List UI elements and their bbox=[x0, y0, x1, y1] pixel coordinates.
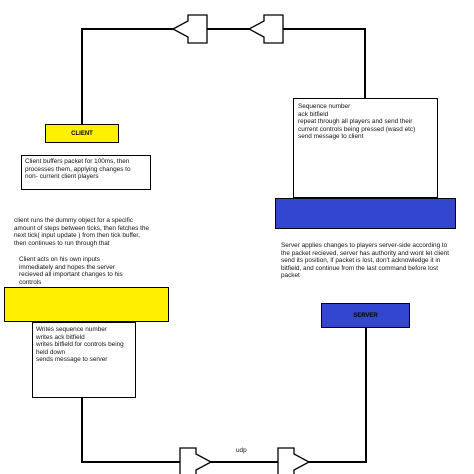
client-block bbox=[4, 287, 169, 322]
connector-lines bbox=[81, 28, 367, 463]
server-info-text: Sequence number ack bitfield repeat thro… bbox=[298, 103, 416, 141]
udp-label: udp bbox=[236, 447, 247, 454]
client-dummy-text: client runs the dummy object for a speci… bbox=[14, 217, 149, 247]
server-block bbox=[275, 198, 456, 229]
client-buffer-text: Client buffers packet for 100ms, then pr… bbox=[25, 158, 131, 181]
client-label: CLIENT bbox=[71, 130, 93, 137]
client-inputs-text: Client acts on his own inputs immediatel… bbox=[19, 256, 123, 286]
client-buffer-box: Client buffers packet for 100ms, then pr… bbox=[21, 155, 151, 190]
top-return-line bbox=[81, 28, 366, 124]
server-apply-text: Server applies changes to players server… bbox=[281, 242, 450, 280]
arrow-left-icon bbox=[247, 14, 284, 44]
bottom-udp-line bbox=[81, 328, 367, 463]
server-label-box: SERVER bbox=[321, 303, 410, 328]
arrow-right-icon bbox=[179, 447, 213, 474]
arrow-right-icon bbox=[277, 447, 311, 474]
server-label: SERVER bbox=[353, 312, 378, 319]
arrow-left-icon bbox=[171, 14, 208, 44]
client-label-box: CLIENT bbox=[45, 124, 119, 143]
server-info-box: Sequence number ack bitfield repeat thro… bbox=[293, 98, 438, 198]
client-send-box: Writes sequence number writes ack bitfie… bbox=[32, 322, 136, 398]
client-send-text: Writes sequence number writes ack bitfie… bbox=[36, 326, 124, 364]
